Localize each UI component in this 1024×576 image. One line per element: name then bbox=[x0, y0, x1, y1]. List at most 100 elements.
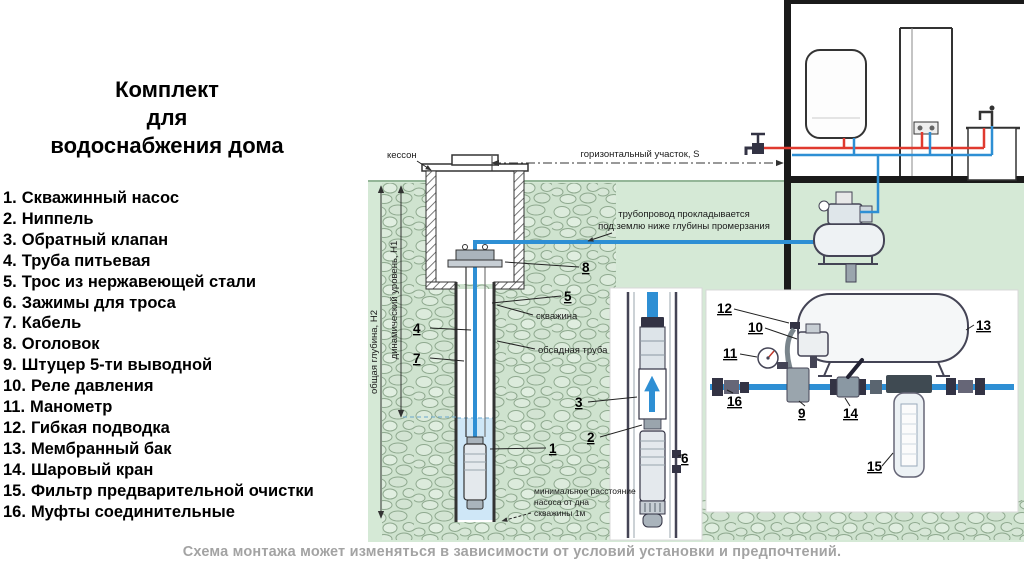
couplings-right bbox=[946, 378, 985, 395]
part-label: Трос из нержавеющей стали bbox=[21, 272, 257, 291]
callout-11: 11 bbox=[723, 346, 738, 361]
title-line: водоснабжения дома bbox=[50, 133, 284, 158]
part-label: Штуцер 5-ти выводной bbox=[21, 356, 213, 375]
station-motor bbox=[859, 205, 873, 223]
part-label: Реле давления bbox=[30, 377, 154, 396]
part-number: 13. bbox=[3, 439, 26, 458]
label-total-depth: общая глубина, Н2 bbox=[369, 310, 380, 394]
part-label: Зажимы для троса bbox=[21, 293, 176, 312]
part-number: 6. bbox=[3, 293, 17, 312]
outdoor-tap bbox=[744, 132, 765, 155]
cable-clamp bbox=[672, 465, 681, 473]
part-label: Кабель bbox=[21, 314, 82, 333]
part-label: Мембранный бак bbox=[30, 439, 172, 458]
riser-pipe bbox=[860, 155, 880, 214]
label-min-distance-2: насоса от дна bbox=[534, 497, 589, 507]
part-number: 15. bbox=[3, 481, 26, 500]
well-leader bbox=[496, 304, 534, 316]
list-item: 2.Ниппель bbox=[3, 209, 368, 230]
part-number: 12. bbox=[3, 418, 26, 437]
part-label: Скважинный насос bbox=[21, 189, 179, 207]
label-dynamic-level: динамический уровень, Н1 bbox=[389, 241, 400, 360]
list-item: 11.Манометр bbox=[3, 397, 368, 418]
station-relay bbox=[835, 191, 853, 205]
list-item: 4.Труба питьевая bbox=[3, 251, 368, 272]
list-item: 12.Гибкая подводка bbox=[3, 418, 368, 439]
list-item: 3.Обратный клапан bbox=[3, 230, 368, 251]
part-number: 16. bbox=[3, 502, 26, 521]
min-distance-arrow bbox=[501, 512, 532, 522]
list-item: 6.Зажимы для троса bbox=[3, 293, 368, 314]
station-gauge bbox=[818, 200, 830, 212]
callout-8: 8 bbox=[582, 260, 590, 275]
detail-drinking-pipe bbox=[647, 292, 658, 319]
annotations: общая глубина, Н2 динамический уровень, … bbox=[369, 149, 784, 522]
pipeline-note-arrow bbox=[587, 232, 613, 242]
water-heater bbox=[805, 49, 867, 139]
callout-7: 7 bbox=[413, 351, 421, 366]
part-label: Ниппель bbox=[21, 209, 94, 228]
part-label: Обратный клапан bbox=[21, 230, 169, 249]
part-number: 3. bbox=[3, 230, 17, 249]
house-wall bbox=[784, 0, 791, 292]
house-floor bbox=[784, 176, 1024, 183]
callout-4: 4 bbox=[413, 321, 421, 336]
part-number: 4. bbox=[3, 251, 17, 270]
caisson bbox=[421, 154, 529, 290]
caisson-wall-left bbox=[425, 170, 437, 283]
label-casing-pipe: обсадная труба bbox=[538, 345, 608, 356]
list-item: 15.Фильтр предварительной очистки bbox=[3, 481, 368, 502]
title-line: Комплект bbox=[115, 77, 219, 102]
casing-leader bbox=[496, 340, 536, 350]
station-tank bbox=[813, 223, 885, 257]
list-item: 9.Штуцер 5-ти выводной bbox=[3, 355, 368, 376]
station-drain bbox=[845, 263, 857, 283]
caisson-hatch bbox=[451, 154, 499, 166]
part-label: Муфты соединительные bbox=[30, 502, 235, 521]
list-item: 1.Скважинный насос bbox=[3, 188, 368, 209]
callout-5: 5 bbox=[564, 289, 572, 304]
part-label: Труба питьевая bbox=[21, 251, 151, 270]
underground-pipe bbox=[473, 240, 816, 252]
part-label: Манометр bbox=[30, 398, 113, 417]
label-pipeline-note-1: трубопровод прокладывается bbox=[618, 209, 750, 220]
house-roof-line bbox=[784, 0, 1024, 4]
part-number: 2. bbox=[3, 209, 17, 228]
parts-list: 1.Скважинный насос 2.Ниппель 3.Обратный … bbox=[3, 188, 368, 523]
label-min-distance-1: минимальное расстояние bbox=[534, 486, 636, 496]
list-item: 13.Мембранный бак bbox=[3, 439, 368, 460]
inset-pump-detail bbox=[609, 287, 703, 541]
union-nut bbox=[870, 380, 882, 394]
detail-nipple bbox=[643, 418, 662, 430]
part-number: 11. bbox=[3, 398, 26, 417]
house-piping bbox=[764, 126, 994, 214]
label-well: скважина bbox=[536, 311, 578, 322]
part-number: 7. bbox=[3, 314, 17, 333]
part-number: 14. bbox=[3, 460, 26, 479]
callout-1: 1 bbox=[549, 441, 557, 456]
label-caisson: кессон bbox=[387, 150, 417, 161]
caisson-arrow bbox=[416, 160, 432, 171]
pressure-gauge bbox=[757, 347, 788, 369]
callout-14: 14 bbox=[843, 406, 859, 421]
detail-coupling bbox=[641, 317, 664, 327]
part-number: 10. bbox=[3, 377, 26, 396]
list-item: 5.Трос из нержавеющей стали bbox=[3, 272, 368, 293]
shower-mixer bbox=[913, 121, 939, 135]
station-pump bbox=[827, 203, 863, 225]
wellhead bbox=[447, 244, 503, 268]
label-horizontal-section: горизонтальный участок, S bbox=[581, 149, 700, 160]
ball-valve bbox=[830, 358, 866, 398]
callout-12: 12 bbox=[717, 301, 732, 316]
caisson-wall-right bbox=[513, 170, 525, 283]
inset-surface-kit bbox=[705, 289, 1019, 513]
detail-pump-cap bbox=[642, 513, 663, 528]
list-item: 16.Муфты соединительные bbox=[3, 502, 368, 523]
detail-motor-block bbox=[639, 326, 666, 370]
label-pipeline-note-2: под землю ниже глубины промерзания bbox=[598, 221, 770, 232]
pressure-relay bbox=[797, 323, 829, 368]
part-number: 8. bbox=[3, 335, 17, 354]
list-item: 10.Реле давления bbox=[3, 376, 368, 397]
callout-9: 9 bbox=[798, 406, 806, 421]
